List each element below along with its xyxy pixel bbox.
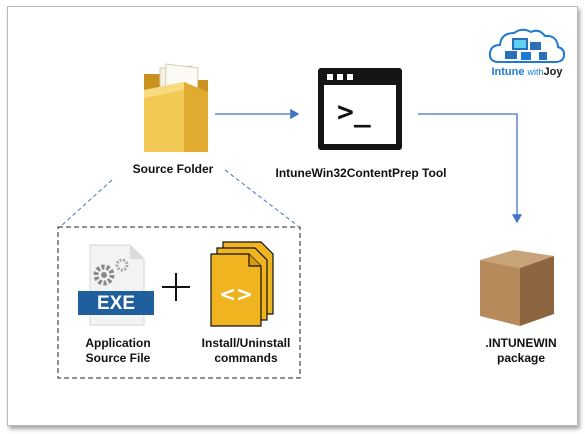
- tool-label: IntuneWin32ContentPrep Tool: [275, 166, 447, 180]
- code-brackets-icon: <>: [219, 282, 253, 306]
- install-commands-label: Install/Uninstall commands: [190, 336, 302, 366]
- dashed-right-link: [224, 169, 299, 227]
- contents-dashed-box: [57, 226, 301, 379]
- install-label-line1: Install/Uninstall: [201, 336, 291, 350]
- gear-icon: [93, 264, 115, 286]
- package-label-line1: .INTUNEWIN: [485, 336, 557, 350]
- code-file-icon: [210, 241, 274, 327]
- application-label-line1: Application: [85, 336, 151, 350]
- dashed-left-link: [60, 179, 113, 227]
- console-dot-1: [327, 74, 333, 80]
- console-dot-2: [337, 74, 343, 80]
- logo-text-with: with: [527, 67, 544, 77]
- logo: Intune withJoy: [487, 24, 567, 86]
- logo-text-main: Intune: [491, 66, 525, 78]
- exe-badge: [78, 291, 154, 315]
- source-folder-label: Source Folder: [132, 162, 214, 176]
- install-label-line2: commands: [214, 351, 278, 365]
- package-box-icon: [480, 250, 554, 326]
- plus-icon: [162, 273, 190, 301]
- console-dot-3: [347, 74, 353, 80]
- package-label: .INTUNEWIN package: [466, 336, 576, 366]
- console-screen: >_: [324, 85, 396, 144]
- diagram-frame: [7, 6, 578, 426]
- console-prompt-icon: >_: [337, 95, 371, 128]
- folder-icon: [144, 63, 208, 152]
- console-window-icon: >_: [318, 68, 402, 150]
- cloud-logo-icon: [488, 28, 566, 63]
- package-label-line2: package: [496, 351, 546, 365]
- logo-text-joy: Joy: [543, 66, 563, 78]
- exe-badge-text: EXE: [96, 293, 136, 314]
- application-source-label: Application Source File: [70, 336, 166, 366]
- arrow-tool-to-package: [418, 113, 523, 224]
- application-label-line2: Source File: [85, 351, 151, 365]
- exe-file-icon: [78, 244, 154, 326]
- logo-text: Intune withJoy: [487, 66, 567, 78]
